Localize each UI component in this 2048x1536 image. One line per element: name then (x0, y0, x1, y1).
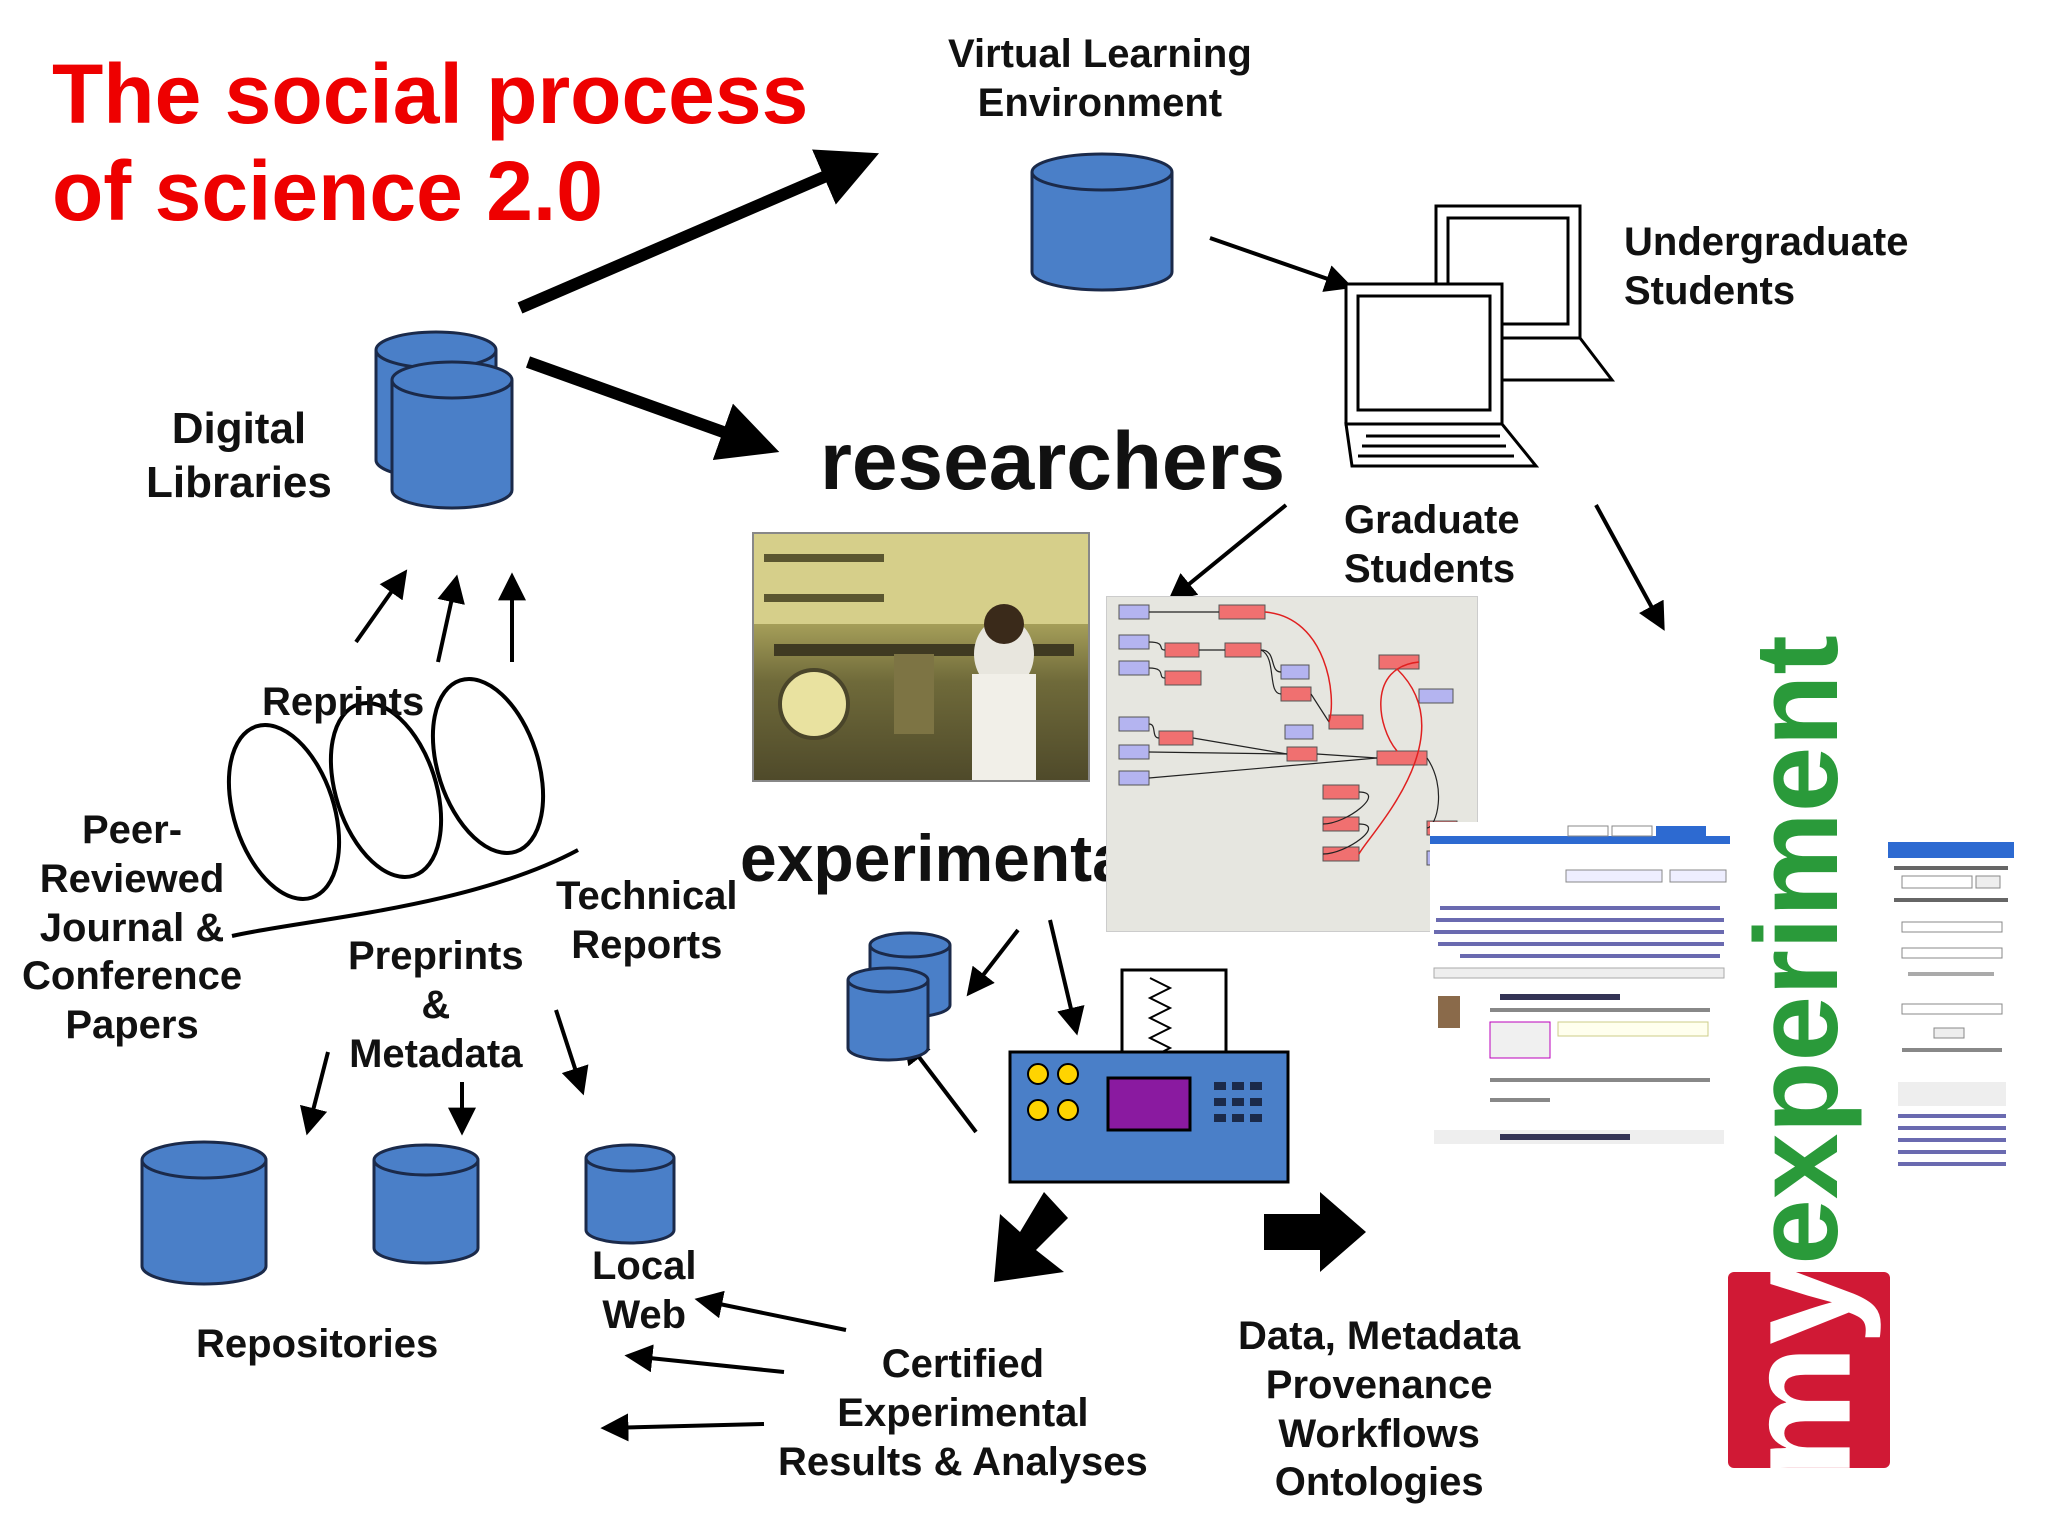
reprints-label: Reprints (262, 680, 425, 724)
block-arrow-to-data (1264, 1192, 1366, 1272)
block-arrow-to-certified (994, 1192, 1068, 1282)
repository-cylinder-1 (140, 1140, 268, 1286)
arrow-certified-to-repo-2 (600, 1413, 765, 1442)
repository-cylinder-2 (372, 1143, 480, 1265)
lab-photo-illustration (754, 534, 1088, 780)
coil-drawing (226, 677, 579, 938)
arrow-vle-to-laptop (1209, 236, 1354, 292)
instrument-drawing (1008, 968, 1290, 1184)
slide-title: The social process of science 2.0 (52, 47, 809, 238)
arrow-certified-to-localweb (694, 1290, 847, 1332)
repositories-label: Repositories (196, 1322, 439, 1366)
vle-cylinder (1030, 152, 1174, 292)
arrow-exp-to-data (966, 928, 1020, 997)
arrow-grad-to-myexperiment (1594, 504, 1665, 631)
login-side-panel (1888, 842, 2014, 1198)
myexperiment-logo-box (1728, 1272, 1890, 1468)
data-cylinders (846, 966, 930, 1062)
arrow-certified-to-repo-1 (624, 1344, 785, 1374)
arrow-dl-to-vle (517, 149, 880, 314)
lab-photo (752, 532, 1090, 782)
side-panel-mockup (1888, 842, 2014, 1166)
myexperiment-web-page (1430, 822, 1730, 1198)
arrow-reprints-1 (354, 569, 408, 644)
web-page-mockup (1430, 825, 1730, 1144)
researchers-label: researchers (820, 416, 1286, 507)
arrow-dl-to-researchers (525, 356, 780, 461)
preprints-label: Preprints&Metadata (348, 934, 524, 1076)
laptop-front (1344, 282, 1540, 468)
arrow-researchers-to-workflow (1167, 503, 1288, 602)
arrow-reprints-2 (436, 574, 465, 663)
local-web-cylinder (584, 1143, 676, 1245)
arrow-exp-to-instrument (1048, 919, 1085, 1036)
workflow-diagram-image (1106, 596, 1478, 932)
workflow-graph (1118, 604, 1458, 866)
arrow-peer-to-repo (300, 1051, 330, 1136)
arrow-technical-to-localweb (554, 1009, 589, 1096)
